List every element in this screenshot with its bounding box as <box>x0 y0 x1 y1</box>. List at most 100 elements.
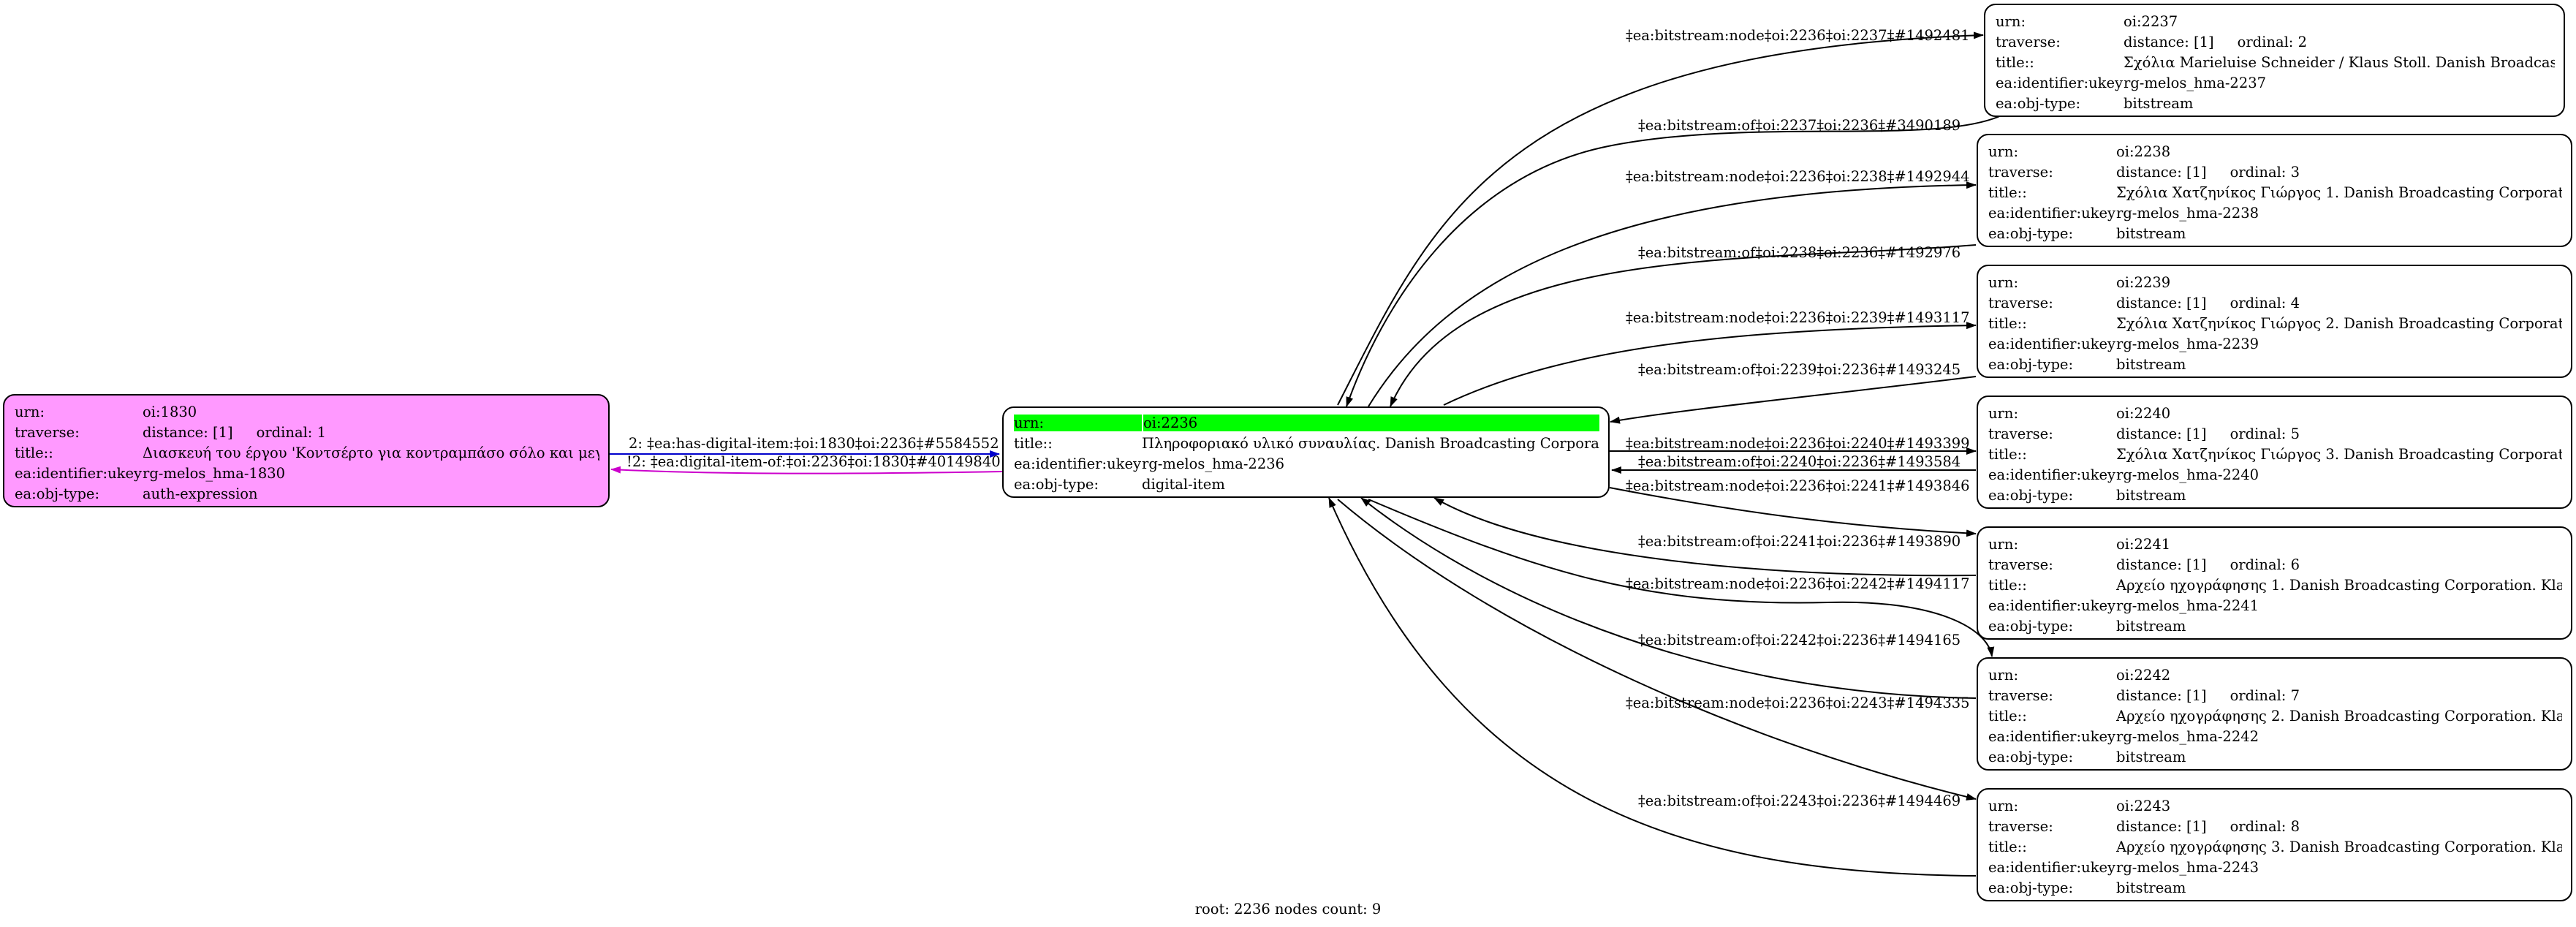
row-key: ea:identifier:ukey <box>1988 858 2115 876</box>
edge-bitstream-node-2242 <box>1368 499 1995 657</box>
row-value: oi:2242 <box>2116 666 2171 684</box>
row-key: title:: <box>1988 314 2027 332</box>
row-value: rg-melos_hma-2243 <box>2116 858 2259 876</box>
graph-footer: root: 2236 nodes count: 9 <box>1194 901 1382 917</box>
row-value: distance: [1] <box>143 423 233 441</box>
row-value: auth-expression <box>143 485 258 502</box>
row-key: traverse: <box>1988 425 2053 442</box>
row-key: urn: <box>1014 414 1142 431</box>
row-key: title:: <box>15 444 53 461</box>
row-value: bitstream <box>2116 486 2186 504</box>
row-key: ea:obj-type: <box>1996 94 2081 112</box>
edge-bitstream-node-2241 <box>1609 487 1977 537</box>
edge-label-of-2242: ‡ea:bitstream:of‡oi:2242‡oi:2236‡#149416… <box>1638 632 1961 648</box>
edge-label-of-2240: ‡ea:bitstream:of‡oi:2240‡oi:2236‡#149358… <box>1638 453 1961 470</box>
edge-label-of-2237: ‡ea:bitstream:of‡oi:2237‡oi:2236‡#349018… <box>1638 117 1961 134</box>
row-value: Σχόλια Marieluise Schneider / Klaus Stol… <box>2124 53 2555 71</box>
edge-bitstream-of-2243 <box>1328 497 1977 877</box>
row-value: oi:2243 <box>2116 797 2171 814</box>
row-value: rg-melos_hma-1830 <box>143 464 286 482</box>
row-value: Αρχείο ηχογράφησης 1. Danish Broadcastin… <box>2116 576 2562 594</box>
edge-label-node-2243: ‡ea:bitstream:node‡oi:2236‡oi:2243‡#1494… <box>1626 695 1970 711</box>
row-key: traverse: <box>1988 163 2053 181</box>
row-key: urn: <box>1988 143 2019 160</box>
row-value: Σχόλια Χατζηνίκος Γιώργος 2. Danish Broa… <box>2116 314 2562 332</box>
row-value: Σχόλια Χατζηνίκος Γιώργος 3. Danish Broa… <box>2116 445 2562 463</box>
edge-bitstream-of-2239 <box>1610 376 1977 424</box>
edge-bitstream-node-2243 <box>1337 499 1977 801</box>
edge-label-of-2243: ‡ea:bitstream:of‡oi:2243‡oi:2236‡#149446… <box>1638 792 1961 809</box>
row-key: ea:identifier:ukey <box>1988 335 2115 352</box>
row-key: urn: <box>1988 666 2019 684</box>
row-value: oi:2240 <box>2116 404 2171 422</box>
edge-bitstream-node-2238 <box>1368 181 1977 407</box>
row-value: rg-melos_hma-2242 <box>2116 727 2259 745</box>
row-value: bitstream <box>2116 224 2186 242</box>
row-value: distance: [1] <box>2116 817 2207 835</box>
node-oi-2237[interactable]: urn:oi:2237 traverse:distance: [1]ordina… <box>1984 4 2565 117</box>
row-key: urn: <box>1988 797 2019 814</box>
row-key: title:: <box>1988 707 2027 724</box>
row-value: Σχόλια Χατζηνίκος Γιώργος 1. Danish Broa… <box>2116 183 2562 201</box>
row-value: distance: [1] <box>2116 425 2207 442</box>
row-key: title:: <box>1988 576 2027 594</box>
row-value: bitstream <box>2116 879 2186 896</box>
edge-bitstream-of-2238 <box>1390 244 1977 407</box>
row-value: Πληροφοριακό υλικό συναυλίας. Danish Bro… <box>1142 434 1599 452</box>
row-value: bitstream <box>2116 617 2186 635</box>
edge-label-of-2238: ‡ea:bitstream:of‡oi:2238‡oi:2236‡#149297… <box>1638 244 1961 261</box>
edge-label-node-2238: ‡ea:bitstream:node‡oi:2236‡oi:2238‡#1492… <box>1626 168 1970 185</box>
row-key: ea:identifier:ukey <box>15 464 142 482</box>
row-value-2: ordinal: 4 <box>2230 294 2300 311</box>
node-oi-2243[interactable]: urn:oi:2243 traverse:distance: [1]ordina… <box>1977 788 2572 901</box>
edge-label-digital-item-of: !2: ‡ea:digital-item-of:‡oi:2236‡oi:1830… <box>626 453 1001 470</box>
edge-label-node-2237: ‡ea:bitstream:node‡oi:2236‡oi:2237‡#1492… <box>1626 27 1970 44</box>
row-value: bitstream <box>2124 94 2194 112</box>
row-value-2: ordinal: 3 <box>2230 163 2300 181</box>
row-key: urn: <box>1988 273 2019 291</box>
row-value: rg-melos_hma-2236 <box>1142 455 1285 472</box>
row-key: ea:obj-type: <box>1988 879 2074 896</box>
row-value: rg-melos_hma-2239 <box>2116 335 2259 352</box>
row-value: bitstream <box>2116 355 2186 373</box>
row-key: urn: <box>1988 535 2019 553</box>
row-value: distance: [1] <box>2116 556 2207 573</box>
row-key: ea:obj-type: <box>1014 475 1099 493</box>
edge-bitstream-node-2237 <box>1337 31 1984 406</box>
row-key: urn: <box>15 403 45 420</box>
row-key: traverse: <box>15 423 80 441</box>
edge-bitstream-of-2237 <box>1346 114 2004 407</box>
row-value: Διασκευή του έργου 'Κοντσέρτο για κοντρα… <box>143 444 599 461</box>
row-value: distance: [1] <box>2116 163 2207 181</box>
edge-label-of-2241: ‡ea:bitstream:of‡oi:2241‡oi:2236‡#149389… <box>1638 533 1961 550</box>
node-oi-2241[interactable]: urn:oi:2241 traverse:distance: [1]ordina… <box>1977 526 2572 640</box>
node-oi-1830[interactable]: urn:oi:1830 traverse:distance: [1]ordina… <box>3 394 610 507</box>
row-value-2: ordinal: 2 <box>2237 33 2307 50</box>
edge-label-has-digital-item: 2: ‡ea:has-digital-item:‡oi:1830‡oi:2236… <box>629 435 999 452</box>
row-key: traverse: <box>1988 294 2053 311</box>
edge-bitstream-of-2241 <box>1433 497 1977 577</box>
row-key: traverse: <box>1988 817 2053 835</box>
edge-digital-item-of <box>610 466 1003 474</box>
node-oi-2240[interactable]: urn:oi:2240 traverse:distance: [1]ordina… <box>1977 396 2572 509</box>
node-oi-2242[interactable]: urn:oi:2242 traverse:distance: [1]ordina… <box>1977 657 2572 771</box>
row-value: rg-melos_hma-2238 <box>2116 204 2259 222</box>
row-value-2: ordinal: 5 <box>2230 425 2300 442</box>
row-key: ea:obj-type: <box>1988 224 2074 242</box>
row-key: ea:identifier:ukey <box>1988 204 2115 222</box>
edge-bitstream-node-2239 <box>1443 322 1977 406</box>
row-value: Αρχείο ηχογράφησης 2. Danish Broadcastin… <box>2116 707 2562 724</box>
node-oi-2239[interactable]: urn:oi:2239 traverse:distance: [1]ordina… <box>1977 265 2572 378</box>
row-value: oi:2237 <box>2124 12 2178 30</box>
edge-label-node-2239: ‡ea:bitstream:node‡oi:2236‡oi:2239‡#1493… <box>1626 309 1970 326</box>
row-value: oi:2236 <box>1143 414 1599 431</box>
row-key: ea:identifier:ukey <box>1988 466 2115 483</box>
node-oi-2238[interactable]: urn:oi:2238 traverse:distance: [1]ordina… <box>1977 134 2572 247</box>
row-key: urn: <box>1996 12 2026 30</box>
row-value: Αρχείο ηχογράφησης 3. Danish Broadcastin… <box>2116 838 2562 855</box>
edge-bitstream-of-2242 <box>1360 497 1977 699</box>
row-key: ea:obj-type: <box>1988 617 2074 635</box>
row-value: digital-item <box>1142 475 1225 493</box>
node-oi-2236-root[interactable]: urn:oi:2236 title::Πληροφοριακό υλικό συ… <box>1002 406 1610 498</box>
